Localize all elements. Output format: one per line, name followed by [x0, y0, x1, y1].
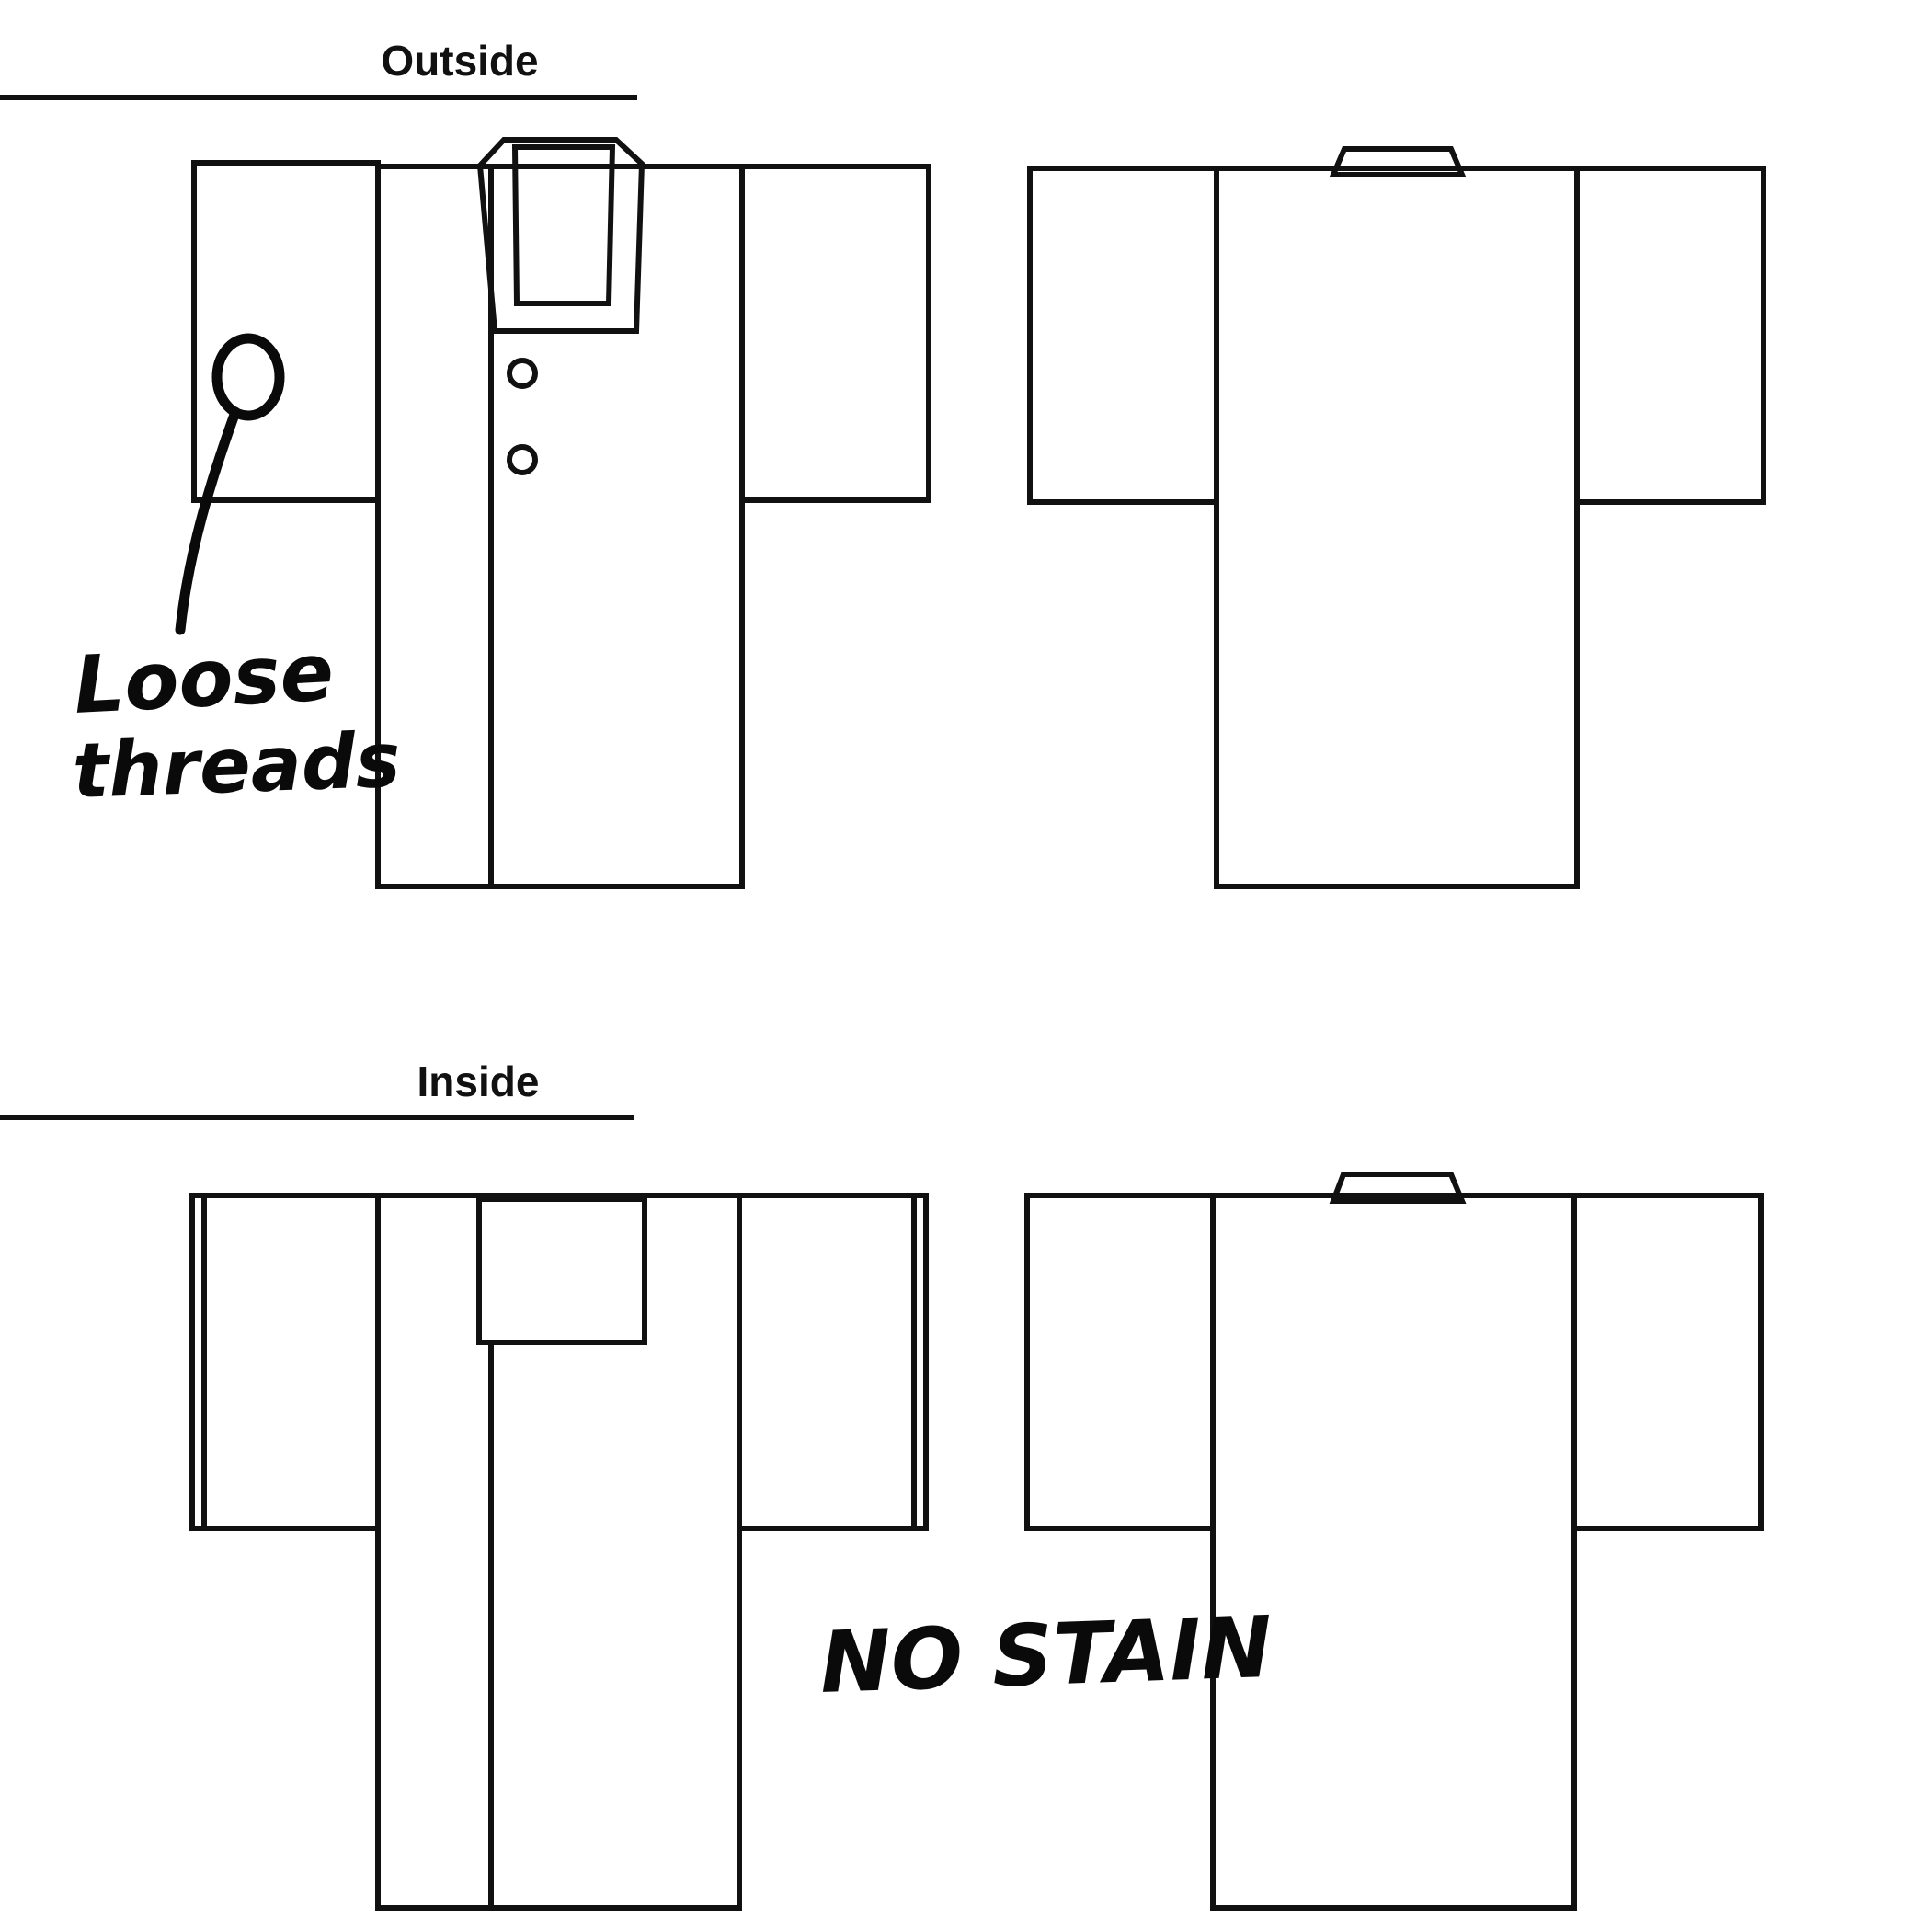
- inside-back-neck-tab: [1329, 1172, 1467, 1204]
- outside-front-collar-inner: [511, 144, 616, 306]
- outside-front-collar-outer: [476, 137, 646, 334]
- inside-front-body: [375, 1193, 742, 1911]
- inside-back-left-sleeve: [1024, 1193, 1216, 1531]
- inside-section: Inside NO STAIN: [0, 1057, 1764, 1911]
- no-stain-label: NO STAIN: [818, 1598, 1274, 1712]
- inside-front-left-sleeve: [189, 1193, 381, 1531]
- outside-back-left-sleeve: [1027, 166, 1219, 505]
- inside-front-right-sleeve: [737, 1193, 929, 1531]
- outside-back-body: [1214, 166, 1580, 889]
- loose-threads-label-line1: Loose: [72, 626, 336, 732]
- inside-front-garment: [189, 1193, 929, 1911]
- inside-back-body: [1210, 1193, 1577, 1911]
- outside-front-button-1: [507, 358, 538, 389]
- inside-back-right-sleeve: [1571, 1193, 1764, 1531]
- outside-back-garment: [1027, 146, 1766, 889]
- loose-threads-leader-line: [175, 406, 241, 635]
- loose-threads-annotation: Loose threads: [71, 333, 402, 816]
- outside-front-right-sleeve: [739, 164, 931, 503]
- inside-front-facing-patch: [476, 1196, 647, 1345]
- outside-front-garment: [191, 137, 931, 889]
- inside-heading: Inside: [417, 1057, 540, 1105]
- outside-heading: Outside: [381, 37, 538, 85]
- outside-back-right-sleeve: [1574, 166, 1766, 505]
- outside-front-body: [375, 164, 745, 889]
- loose-threads-label-line2: threads: [71, 717, 402, 816]
- loose-threads-circle: [211, 333, 285, 421]
- outside-back-neck-tab: [1329, 146, 1467, 177]
- outside-front-button-2: [507, 444, 538, 475]
- outside-section: Outside Loose threads: [0, 37, 1766, 889]
- inside-back-garment: [1024, 1172, 1764, 1911]
